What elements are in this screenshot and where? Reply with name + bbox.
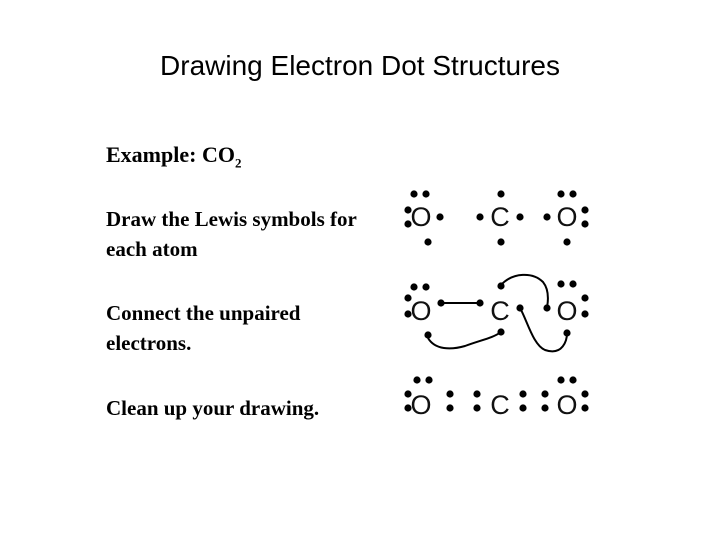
connection-lines <box>427 273 568 353</box>
electron-dots <box>404 376 589 412</box>
example-label: Example: <box>106 142 197 167</box>
lewis-structure-diagram: O C O O C O <box>404 190 589 420</box>
step-text-line: Draw the Lewis symbols for <box>106 207 357 231</box>
step-text-line: electrons. <box>106 331 192 355</box>
step-clean-up: Clean up your drawing. <box>106 393 319 423</box>
oxygen-symbol-left: O <box>410 390 431 420</box>
formula-subscript: 2 <box>234 155 242 171</box>
oxygen-symbol-left: O <box>410 296 431 326</box>
slide-title: Drawing Electron Dot Structures <box>160 50 560 81</box>
example-heading: Example: CO2 <box>106 142 241 171</box>
oxygen-symbol-left: O <box>410 202 431 232</box>
oxygen-symbol-right: O <box>556 296 577 326</box>
step-connect-electrons: Connect the unpaired electrons. <box>106 298 300 358</box>
electron-dots <box>404 190 589 246</box>
formula-main: CO <box>201 142 235 167</box>
step-text-line: each atom <box>106 237 198 261</box>
oxygen-symbol-right: O <box>556 202 577 232</box>
row-connected-electrons: O C O <box>404 273 589 353</box>
step-draw-lewis: Draw the Lewis symbols for each atom <box>106 204 357 264</box>
row-clean-structure: O C O <box>404 376 589 420</box>
row-lewis-symbols: O C O <box>404 190 589 246</box>
carbon-symbol: C <box>490 296 510 326</box>
step-text-line: Clean up your drawing. <box>106 396 320 420</box>
carbon-symbol: C <box>490 390 510 420</box>
step-text-line: Connect the unpaired <box>106 301 301 325</box>
example-formula: CO2 <box>201 142 242 171</box>
electron-dots <box>404 280 589 339</box>
oxygen-symbol-right: O <box>556 390 577 420</box>
carbon-symbol: C <box>490 202 510 232</box>
